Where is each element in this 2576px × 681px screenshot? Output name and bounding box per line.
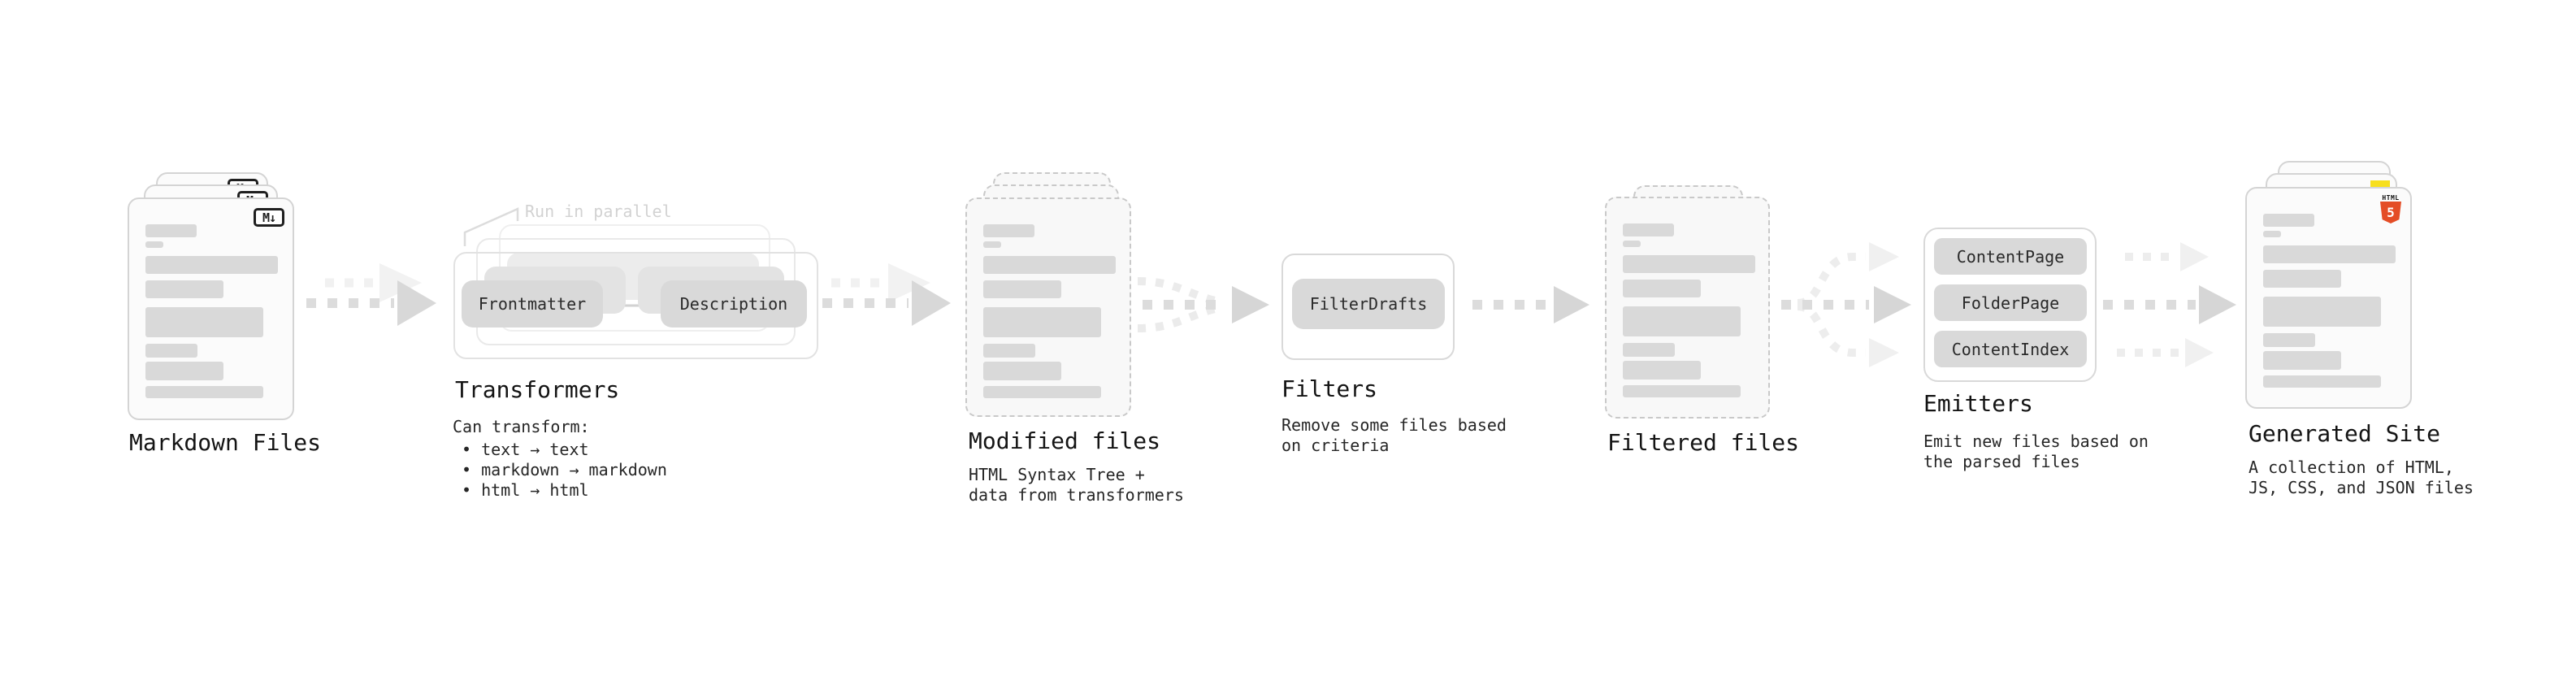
arrow-modified-to-filters (1137, 277, 1269, 332)
filters-description: Remove some files based on criteria (1281, 415, 1507, 456)
document-text-bar (2263, 333, 2315, 347)
markdown-files-label: Markdown Files (129, 429, 322, 456)
contentindex-pill: ContentIndex (1934, 331, 2087, 367)
html5-icon: HTML 5 (2380, 194, 2401, 223)
html5-shield: 5 (2380, 202, 2401, 223)
arrow-filtered-to-emitters (1781, 242, 1911, 367)
document-text-bar (1623, 223, 1674, 236)
transform-bullet: • markdown → markdown (462, 460, 667, 479)
document-text-bar (1623, 241, 1641, 247)
generated-desc-line: A collection of HTML, (2249, 458, 2454, 477)
arrow-transformers-to-modified (822, 263, 951, 326)
document-text-bar (983, 224, 1034, 237)
document-text-bar (145, 386, 263, 398)
document-text-bar (145, 307, 263, 337)
document-text-bar (2263, 270, 2341, 288)
filters-desc-line: on criteria (1281, 436, 1390, 455)
document-text-bar (145, 344, 197, 358)
arrow-emitters-to-generated (2103, 242, 2236, 367)
emitters-label: Emitters (1923, 390, 2033, 417)
modified-files-description: HTML Syntax Tree + data from transformer… (969, 465, 1184, 505)
document-text-bar (1623, 306, 1741, 336)
can-transform-title: Can transform: (453, 417, 590, 436)
document-text-bar (983, 386, 1101, 398)
filterdrafts-pill: FilterDrafts (1292, 279, 1445, 329)
filters-label: Filters (1281, 375, 1378, 402)
document-text-bar (2263, 245, 2396, 263)
document-text-bar (983, 362, 1061, 380)
filtered-file-card-front (1605, 197, 1770, 419)
folderpage-pill: FolderPage (1934, 284, 2087, 321)
document-text-bar (145, 256, 278, 274)
document-text-bar (2263, 297, 2381, 327)
document-text-bar (2263, 231, 2281, 237)
document-text-bar (145, 362, 223, 380)
transformer-run-box-front (453, 252, 818, 359)
document-text-bar (983, 256, 1116, 274)
document-text-bar (1623, 343, 1675, 357)
modified-desc-line: data from transformers (969, 485, 1184, 505)
generated-site-label: Generated Site (2249, 420, 2441, 447)
document-text-bar (983, 344, 1035, 358)
modified-file-card-front (965, 197, 1131, 417)
document-text-bar (145, 224, 197, 237)
document-text-bar (1623, 361, 1701, 380)
html5-wordmark: HTML (2382, 194, 2400, 202)
document-text-bar (2263, 375, 2381, 388)
document-text-bar (983, 307, 1101, 337)
emitters-desc-line: Emit new files based on (1923, 432, 2149, 451)
document-text-bar (145, 241, 163, 248)
modified-files-label: Modified files (969, 427, 1161, 454)
arrow-filters-to-filtered (1472, 286, 1589, 323)
html5-number: 5 (2387, 204, 2395, 220)
generated-file-card-front: HTML 5 (2245, 187, 2412, 409)
generated-desc-line: JS, CSS, and JSON files (2249, 478, 2474, 497)
transform-bullet: • html → html (462, 480, 589, 500)
contentpage-pill: ContentPage (1934, 238, 2087, 275)
emitters-description: Emit new files based on the parsed files (1923, 432, 2149, 472)
arrow-markdown-to-transformers (306, 263, 436, 326)
transform-bullet: • text → text (462, 440, 589, 459)
document-text-bar (983, 241, 1001, 248)
document-text-bar (1623, 385, 1741, 397)
document-text-bar (983, 280, 1061, 298)
transformers-label: Transformers (455, 376, 620, 403)
markdown-file-card-front: M↓ (128, 197, 294, 420)
run-in-parallel-annotation: Run in parallel (525, 202, 672, 221)
filters-desc-line: Remove some files based (1281, 415, 1507, 435)
document-text-bar (2263, 214, 2314, 227)
document-text-bar (1623, 255, 1755, 273)
document-text-bar (2263, 351, 2341, 370)
document-text-bar (1623, 280, 1701, 297)
emitters-desc-line: the parsed files (1923, 452, 2080, 471)
filtered-files-label: Filtered files (1607, 429, 1800, 456)
generated-site-description: A collection of HTML, JS, CSS, and JSON … (2249, 458, 2474, 498)
transformers-description: Can transform: • text → text • markdown … (453, 417, 667, 501)
run-in-parallel-leader-line (463, 207, 519, 246)
description-pill: Description (661, 280, 807, 327)
markdown-icon: M↓ (254, 208, 284, 227)
document-text-bar (145, 280, 223, 298)
modified-desc-line: HTML Syntax Tree + (969, 465, 1145, 484)
frontmatter-pill: Frontmatter (462, 280, 603, 327)
